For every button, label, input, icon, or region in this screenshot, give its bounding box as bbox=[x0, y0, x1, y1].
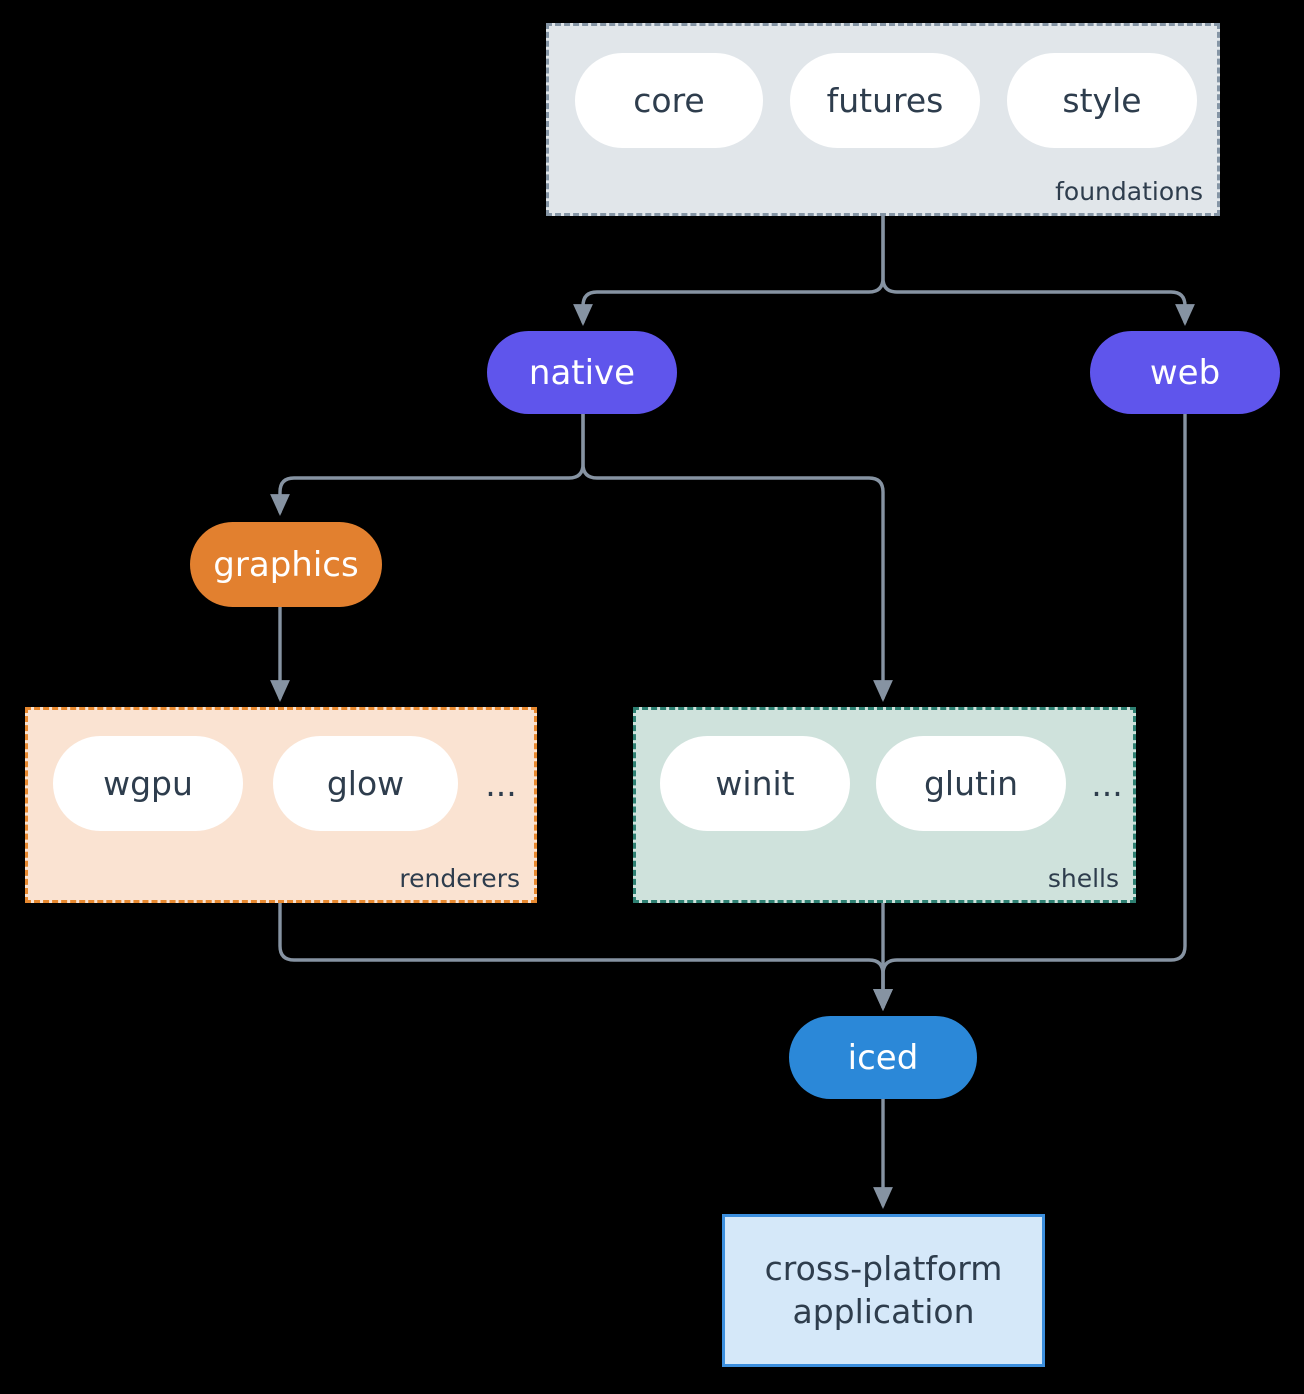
edge-foundations-native bbox=[573, 214, 885, 326]
cluster-renderers: wgpu glow ... renderers bbox=[25, 707, 537, 903]
node-native[interactable]: native bbox=[487, 331, 677, 414]
renderers-more-ellipsis: ... bbox=[485, 764, 517, 804]
application-line-1: cross-platform bbox=[764, 1249, 1003, 1289]
node-winit-label: winit bbox=[715, 764, 795, 803]
cluster-foundations: core futures style foundations bbox=[546, 23, 1220, 216]
edge-native-graphics bbox=[270, 412, 585, 516]
cluster-shells-label: shells bbox=[1047, 863, 1119, 893]
edge-foundations-web bbox=[881, 214, 1195, 326]
node-futures-label: futures bbox=[826, 81, 944, 120]
node-style-label: style bbox=[1062, 81, 1142, 120]
node-style[interactable]: style bbox=[1007, 53, 1197, 148]
node-cross-platform-application[interactable]: cross-platform application bbox=[722, 1214, 1045, 1367]
shells-more-ellipsis: ... bbox=[1091, 764, 1123, 804]
node-web-label: web bbox=[1149, 352, 1221, 393]
node-graphics[interactable]: graphics bbox=[190, 522, 382, 607]
node-core-label: core bbox=[633, 81, 705, 120]
node-web[interactable]: web bbox=[1090, 331, 1280, 414]
edge-native-shells bbox=[581, 412, 893, 702]
node-iced[interactable]: iced bbox=[789, 1016, 977, 1099]
cluster-foundations-label: foundations bbox=[1055, 176, 1203, 206]
node-glutin[interactable]: glutin bbox=[876, 736, 1066, 831]
cluster-renderers-label: renderers bbox=[399, 863, 520, 893]
cluster-shells: winit glutin ... shells bbox=[633, 707, 1136, 903]
edge-renderers-iced bbox=[278, 901, 893, 1011]
node-core[interactable]: core bbox=[575, 53, 763, 148]
node-glow[interactable]: glow bbox=[273, 736, 458, 831]
node-iced-label: iced bbox=[847, 1037, 919, 1078]
node-graphics-label: graphics bbox=[213, 544, 359, 585]
node-wgpu[interactable]: wgpu bbox=[53, 736, 243, 831]
node-glutin-label: glutin bbox=[923, 764, 1019, 803]
application-line-2: application bbox=[792, 1291, 975, 1331]
node-futures[interactable]: futures bbox=[790, 53, 980, 148]
node-winit[interactable]: winit bbox=[660, 736, 850, 831]
node-glow-label: glow bbox=[326, 764, 405, 803]
node-native-label: native bbox=[528, 352, 636, 393]
node-wgpu-label: wgpu bbox=[103, 764, 193, 803]
